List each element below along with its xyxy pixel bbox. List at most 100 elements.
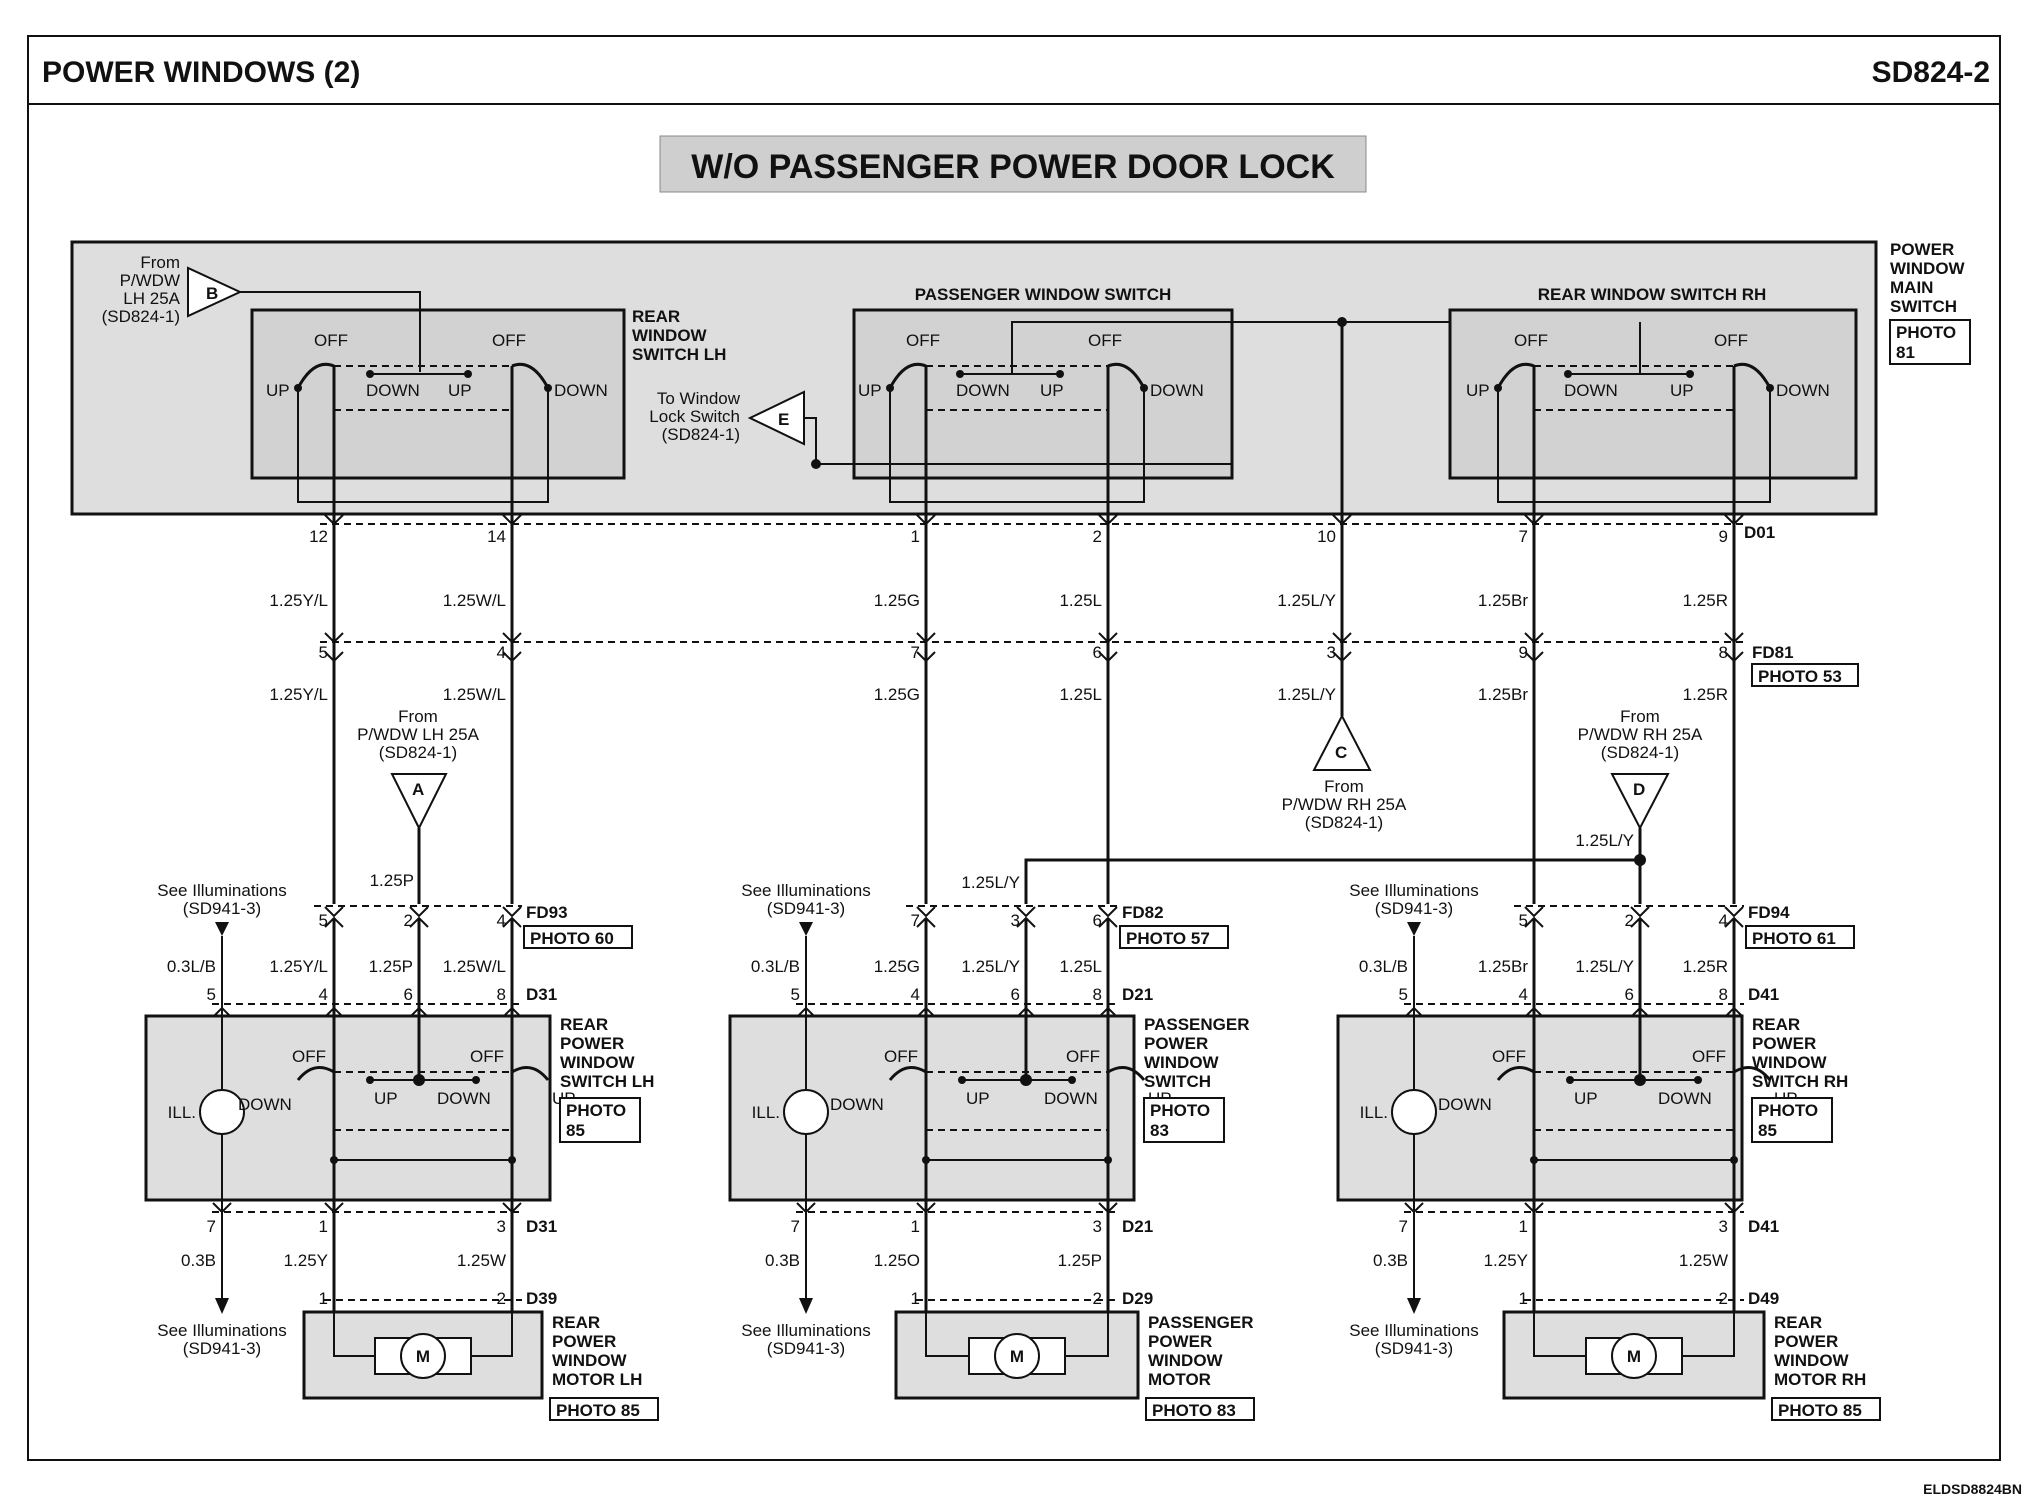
switch-node — [1530, 1156, 1538, 1164]
left-fd-pin-1: 2 — [404, 911, 413, 930]
wire-lower-3: 1.25L — [1059, 685, 1102, 704]
middle-mlabel-3: MOTOR — [1148, 1370, 1211, 1389]
middle-mlabel-1: POWER — [1148, 1332, 1212, 1351]
left-mlabel-3: MOTOR LH — [552, 1370, 642, 1389]
pin-chevron — [502, 514, 522, 526]
banner-box — [659, 135, 1367, 193]
motor-lead — [1533, 1312, 1586, 1357]
fd81-pin-3: 6 — [1093, 643, 1102, 662]
feeds: From P/WDW LH 25A (SD824-1) A 1.25P C Fr… — [357, 660, 1703, 904]
right-mlabel-1: POWER — [1774, 1332, 1838, 1351]
switch-lever-right — [511, 1066, 550, 1081]
ms-rear-rh-up-r: UP — [1670, 381, 1694, 400]
middle-wire-0: 1.25G — [874, 957, 920, 976]
left-mlabel-0: REAR — [552, 1313, 600, 1332]
switch-contact — [472, 1076, 480, 1084]
middle-fd-label: FD82 — [1122, 903, 1164, 922]
middle-fd-pin-0: 7 — [911, 911, 920, 930]
switch-contact — [1566, 1076, 1574, 1084]
left-mlabel-2: WINDOW — [552, 1351, 628, 1370]
wire-upper-0: 1.25Y/L — [269, 591, 328, 610]
pin-chevron — [502, 632, 522, 644]
fd-photo-box — [1745, 925, 1855, 949]
ms-rear-lh-contact — [366, 370, 374, 378]
left-gsee-2: (SD941-3) — [183, 1339, 261, 1358]
switch-lever-right — [1733, 1066, 1772, 1081]
illum-arrow — [215, 922, 229, 936]
motor-icon — [1611, 1333, 1657, 1379]
right-d-pin-2: 6 — [1625, 985, 1634, 1004]
ms-rear-lh-lever-left — [296, 362, 335, 389]
left-wire-2: 1.25W/L — [443, 957, 506, 976]
page-title: POWER WINDOWS (2) — [42, 56, 360, 89]
ground-arrow-icon — [215, 1298, 229, 1314]
ms-rear-rh-contact — [1686, 370, 1694, 378]
ms-rear-lh-lever-right — [511, 362, 550, 389]
middle-mpin-1: 2 — [1093, 1289, 1102, 1308]
pin-chevron — [324, 514, 344, 526]
left-see-1: See Illuminations — [157, 881, 286, 900]
ground-arrow-icon — [1407, 1298, 1421, 1314]
main-switch: POWER WINDOW MAIN SWITCH PHOTO 81 REAR W… — [70, 240, 1971, 516]
left-off-r: OFF — [470, 1047, 504, 1066]
fd81-chevron — [324, 651, 344, 663]
middle-gnd-wire: 0.3B — [765, 1251, 800, 1270]
feed-a-3: (SD824-1) — [379, 743, 457, 762]
fd81-chevron — [502, 651, 522, 663]
feed-c-2: P/WDW RH 25A — [1282, 795, 1407, 814]
right-mconn: D49 — [1748, 1289, 1779, 1308]
ms-pass-off-l: OFF — [906, 331, 940, 350]
motor-photo-box — [1145, 1397, 1255, 1421]
switch-contact — [1694, 1076, 1702, 1084]
motor-lead — [1065, 1312, 1109, 1357]
motor-photo-box — [1771, 1397, 1881, 1421]
ms-rear-lh-up-l: UP — [266, 381, 290, 400]
footer-code: ELDSD8824BN — [1923, 1481, 2022, 1497]
right-mw-1: 1.25W — [1679, 1251, 1728, 1270]
pin-chevron — [1724, 632, 1744, 644]
middle-ill-wire: 0.3L/B — [751, 957, 800, 976]
middle-see-2: (SD941-3) — [767, 899, 845, 918]
switch-node — [1634, 1074, 1646, 1086]
feed-a-wire: 1.25P — [370, 871, 414, 890]
middle-gsee-2: (SD941-3) — [767, 1339, 845, 1358]
wire-upper-5: 1.25Br — [1478, 591, 1528, 610]
wire-upper-4: 1.25L/Y — [1277, 591, 1336, 610]
fd81-chevron — [916, 651, 936, 663]
to-e-1: To Window — [657, 389, 741, 408]
feed-c-1: From — [1324, 777, 1364, 796]
rear-rh-label: REAR WINDOW SWITCH RH — [1538, 285, 1767, 304]
middle-fd-pin-2: 6 — [1093, 911, 1102, 930]
middle-mphoto: PHOTO 83 — [1152, 1401, 1236, 1420]
right-wire-0: 1.25Br — [1478, 957, 1528, 976]
rear-lh-label-2: WINDOW — [632, 326, 708, 345]
illumination-lamp-icon — [1391, 1089, 1437, 1135]
left-up-l: UP — [374, 1089, 398, 1108]
ms-rear-rh-up-l: UP — [1466, 381, 1490, 400]
main-switch-label-2: WINDOW — [1890, 259, 1966, 278]
pin-chevron — [1524, 632, 1544, 644]
d01-pin-0: 12 — [309, 527, 328, 546]
left-d-pin-3: 8 — [497, 985, 506, 1004]
wire-lower-4: 1.25L/Y — [1277, 685, 1336, 704]
fd81-chevron — [1524, 651, 1544, 663]
middle-label-2: WINDOW — [1144, 1053, 1220, 1072]
pin-chevron — [502, 906, 522, 918]
switch-node — [1730, 1156, 1738, 1164]
feed-d-symbol — [1610, 773, 1670, 831]
left-gsee-1: See Illuminations — [157, 1321, 286, 1340]
wire-upper-3: 1.25L — [1059, 591, 1102, 610]
main-switch-label-4: SWITCH — [1890, 297, 1957, 316]
left-ill: ILL. — [168, 1103, 196, 1122]
pin-chevron — [1332, 632, 1352, 644]
right-ill-wire: 0.3L/B — [1359, 957, 1408, 976]
middle-see-1: See Illuminations — [741, 881, 870, 900]
right-fd-label: FD94 — [1748, 903, 1790, 922]
right-bot-label: D41 — [1748, 1217, 1779, 1236]
left-d-pin-2: 6 — [404, 985, 413, 1004]
middle-photo-2: 83 — [1150, 1121, 1169, 1140]
left-fd-pin-2: 4 — [497, 911, 506, 930]
